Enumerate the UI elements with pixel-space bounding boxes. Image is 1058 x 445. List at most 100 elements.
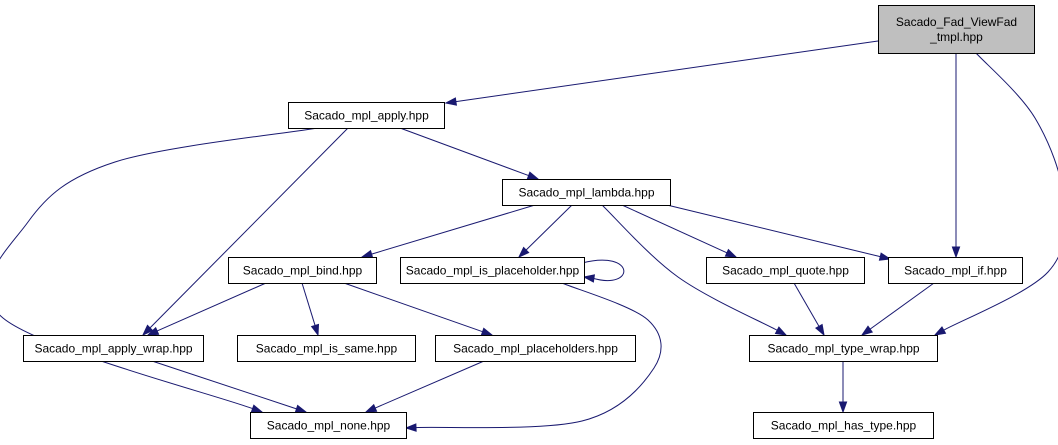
- edge-viewfad-to-if-arrowhead: [951, 246, 961, 259]
- edge-bind-to-apply-wrap-line: [156, 282, 267, 332]
- node-bind-box: [228, 257, 377, 284]
- edge-placeholders-to-none-arrowhead: [364, 403, 378, 413]
- edge-type-wrap-to-has-type: [838, 361, 848, 414]
- node-quote-box: [706, 257, 865, 284]
- edge-lambda-to-bind-arrowhead: [360, 249, 374, 259]
- node-viewfad-label: Sacado_Fad_ViewFad: [896, 15, 1017, 29]
- node-has-type[interactable]: Sacado_mpl_has_type.hpp: [753, 412, 934, 439]
- edge-apply-to-none-line: [0, 127, 319, 410]
- edge-viewfad-to-apply: [444, 40, 879, 106]
- edge-bind-to-placeholders-arrowhead: [480, 327, 494, 336]
- node-quote-label: Sacado_mpl_quote.hpp: [722, 264, 849, 278]
- edge-bind-to-placeholders: [343, 282, 494, 336]
- edge-bind-to-apply-wrap: [146, 282, 267, 336]
- node-is-placeholder-label: Sacado_mpl_is_placeholder.hpp: [406, 264, 580, 278]
- edge-viewfad-to-type-wrap-arrowhead: [933, 326, 947, 336]
- node-lambda-box: [502, 179, 671, 206]
- node-has-type-box: [753, 412, 934, 439]
- edge-type-wrap-to-has-type-arrowhead: [838, 401, 848, 414]
- edge-apply-to-lambda: [399, 127, 540, 180]
- edge-viewfad-to-type-wrap-line: [943, 52, 1058, 331]
- edge-lambda-to-is-placeholder-line: [525, 204, 573, 251]
- edge-lambda-to-if: [666, 204, 892, 261]
- edge-apply-to-apply-wrap-line: [149, 127, 349, 329]
- node-placeholders-box: [435, 335, 636, 362]
- edge-apply-to-none-arrowhead: [250, 404, 264, 413]
- edge-quote-to-type-wrap: [793, 282, 825, 337]
- node-if[interactable]: Sacado_mpl_if.hpp: [888, 257, 1023, 284]
- edge-apply-wrap-to-none: [151, 360, 308, 413]
- node-is-same[interactable]: Sacado_mpl_is_same.hpp: [237, 335, 416, 362]
- node-apply[interactable]: Sacado_mpl_apply.hpp: [288, 102, 445, 129]
- edge-viewfad-to-apply-line: [455, 40, 879, 103]
- node-type-wrap[interactable]: Sacado_mpl_type_wrap.hpp: [749, 335, 938, 362]
- node-apply-wrap-box: [23, 335, 204, 362]
- edge-apply-wrap-to-none-arrowhead: [294, 404, 308, 413]
- node-has-type-label: Sacado_mpl_has_type.hpp: [771, 419, 917, 433]
- node-bind[interactable]: Sacado_mpl_bind.hpp: [228, 257, 377, 284]
- node-apply-label: Sacado_mpl_apply.hpp: [304, 109, 429, 123]
- node-viewfad-label: _tmpl.hpp: [929, 30, 983, 44]
- edge-is-placeholder-to-none: [404, 282, 662, 432]
- edges-layer: [0, 40, 1058, 432]
- edge-quote-to-type-wrap-arrowhead: [815, 323, 825, 337]
- edge-lambda-to-type-wrap-arrowhead: [774, 326, 788, 336]
- edge-lambda-to-bind: [360, 204, 536, 259]
- node-if-box: [888, 257, 1023, 284]
- node-lambda-label: Sacado_mpl_lambda.hpp: [518, 186, 654, 200]
- edge-bind-to-apply-wrap-arrowhead: [146, 326, 160, 336]
- edge-lambda-to-bind-line: [371, 204, 536, 255]
- node-bind-label: Sacado_mpl_bind.hpp: [243, 264, 363, 278]
- edge-apply-to-none: [0, 127, 319, 413]
- edge-lambda-to-type-wrap: [601, 204, 788, 336]
- node-is-same-label: Sacado_mpl_is_same.hpp: [256, 342, 398, 356]
- edge-is-placeholder-to-is-placeholder-line: [581, 259, 625, 281]
- node-apply-box: [288, 102, 445, 129]
- edge-lambda-to-quote-line: [621, 204, 728, 254]
- edge-viewfad-to-apply-arrowhead: [444, 97, 458, 106]
- node-viewfad[interactable]: Sacado_Fad_ViewFad_tmpl.hpp: [878, 5, 1035, 54]
- edge-bind-to-is-same: [301, 282, 320, 337]
- node-none-box: [250, 412, 407, 439]
- node-apply-wrap-label: Sacado_mpl_apply_wrap.hpp: [34, 342, 192, 356]
- edge-apply-to-apply-wrap: [141, 127, 349, 337]
- edge-lambda-to-type-wrap-line: [601, 204, 778, 331]
- edge-placeholders-to-none-line: [374, 360, 485, 409]
- node-quote[interactable]: Sacado_mpl_quote.hpp: [706, 257, 865, 284]
- edge-apply-to-apply-wrap-arrowhead: [141, 324, 154, 337]
- node-type-wrap-label: Sacado_mpl_type_wrap.hpp: [767, 342, 919, 356]
- node-placeholders[interactable]: Sacado_mpl_placeholders.hpp: [435, 335, 636, 362]
- nodes-layer: Sacado_Fad_ViewFad_tmpl.hppSacado_mpl_ap…: [23, 5, 1035, 439]
- node-type-wrap-box: [749, 335, 938, 362]
- edge-if-to-type-wrap-line: [869, 282, 935, 330]
- edge-bind-to-is-same-arrowhead: [310, 323, 320, 337]
- edge-lambda-to-if-arrowhead: [878, 252, 892, 261]
- node-none[interactable]: Sacado_mpl_none.hpp: [250, 412, 407, 439]
- edge-if-to-type-wrap: [860, 282, 935, 336]
- edge-if-to-type-wrap-arrowhead: [860, 325, 874, 336]
- edge-apply-to-lambda-line: [399, 127, 529, 177]
- node-is-placeholder-box: [400, 257, 585, 284]
- edge-lambda-to-quote-arrowhead: [724, 248, 738, 258]
- edge-lambda-to-is-placeholder: [517, 204, 573, 259]
- node-placeholders-label: Sacado_mpl_placeholders.hpp: [453, 342, 618, 356]
- edge-apply-to-lambda-arrowhead: [526, 171, 540, 180]
- edge-is-placeholder-to-is-placeholder-arrowhead: [582, 274, 596, 283]
- edge-lambda-to-is-placeholder-arrowhead: [517, 246, 530, 259]
- edge-placeholders-to-none: [364, 360, 485, 413]
- node-apply-wrap[interactable]: Sacado_mpl_apply_wrap.hpp: [23, 335, 204, 362]
- edge-bind-to-placeholders-line: [343, 282, 483, 333]
- edge-is-placeholder-to-none-arrowhead: [404, 423, 417, 432]
- edge-viewfad-to-type-wrap: [933, 52, 1058, 336]
- node-is-placeholder[interactable]: Sacado_mpl_is_placeholder.hpp: [400, 257, 585, 284]
- edge-is-placeholder-to-none-line: [415, 282, 662, 429]
- node-if-label: Sacado_mpl_if.hpp: [904, 264, 1007, 278]
- node-none-label: Sacado_mpl_none.hpp: [267, 419, 391, 433]
- node-lambda[interactable]: Sacado_mpl_lambda.hpp: [502, 179, 671, 206]
- edge-quote-to-type-wrap-line: [793, 282, 820, 327]
- edge-lambda-to-quote: [621, 204, 738, 258]
- edge-viewfad-to-if: [951, 53, 961, 259]
- edge-lambda-to-if-line: [666, 204, 881, 258]
- node-viewfad-box: [878, 5, 1035, 54]
